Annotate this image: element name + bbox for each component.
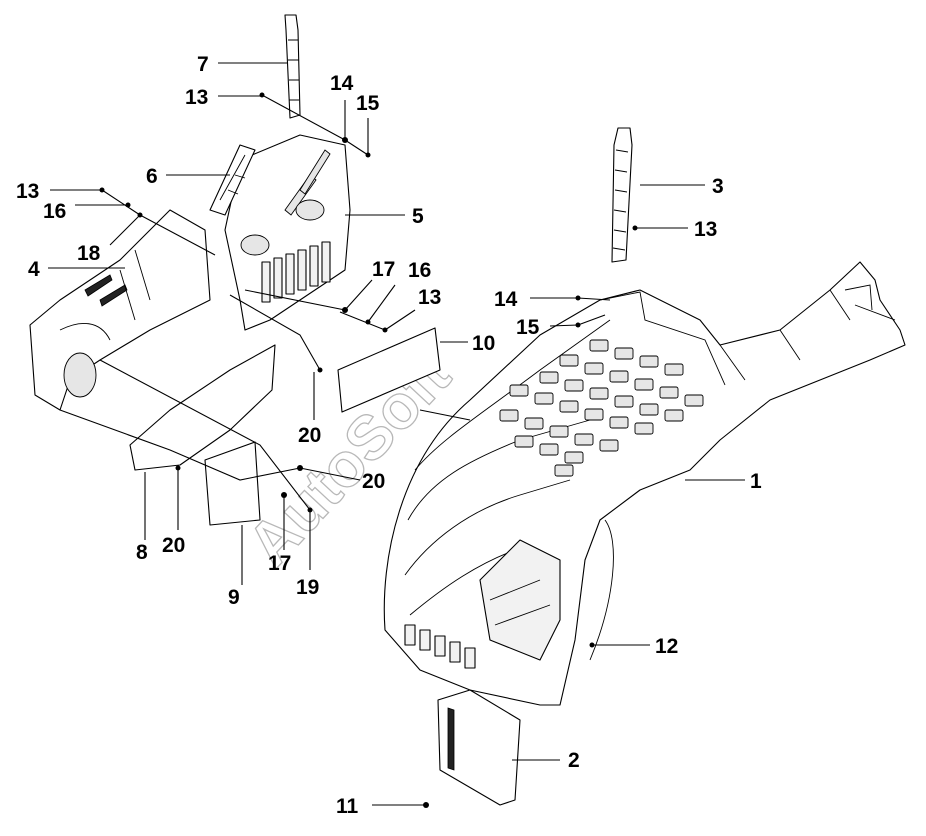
callout-11: 11 xyxy=(336,795,359,818)
callout-6: 6 xyxy=(146,165,158,188)
callout-2: 2 xyxy=(568,749,580,772)
callout-14: 14 xyxy=(330,72,354,95)
callout-3: 3 xyxy=(712,175,724,198)
part-3-strip xyxy=(611,127,633,263)
part-5-side-panel xyxy=(224,134,351,331)
part-1-floor-pan xyxy=(383,261,906,706)
callout-17: 17 xyxy=(268,552,291,575)
part-8-lower-panel xyxy=(129,344,276,471)
callout-17: 17 xyxy=(372,258,395,281)
part-7-strip xyxy=(284,14,301,119)
callout-20: 20 xyxy=(298,424,321,447)
callout-20: 20 xyxy=(162,534,185,557)
part-10-plate xyxy=(337,327,441,413)
part-4-wheel-well-panel xyxy=(29,209,211,411)
callout-16: 16 xyxy=(408,259,431,282)
callout-13: 13 xyxy=(418,286,441,309)
part-2-mud-flap xyxy=(437,689,521,806)
callout-13: 13 xyxy=(694,218,717,241)
assembly-lines xyxy=(59,94,611,511)
callout-5: 5 xyxy=(412,205,424,228)
callout-labels: 7 13 14 15 6 13 16 18 4 5 3 13 17 16 13 … xyxy=(16,53,762,818)
callout-13: 13 xyxy=(16,180,39,203)
part-6-bracket xyxy=(209,144,256,216)
callout-1: 1 xyxy=(750,470,762,493)
callout-20: 20 xyxy=(362,470,385,493)
callout-19: 19 xyxy=(296,576,319,599)
callout-13: 13 xyxy=(185,86,208,109)
callout-leaders xyxy=(48,62,745,806)
callout-15: 15 xyxy=(516,316,540,339)
callout-15: 15 xyxy=(356,92,380,115)
callout-7: 7 xyxy=(197,53,209,76)
part-9-plate xyxy=(204,441,261,526)
callout-16: 16 xyxy=(43,200,66,223)
callout-14: 14 xyxy=(494,288,518,311)
callout-4: 4 xyxy=(28,258,40,281)
callout-9: 9 xyxy=(228,586,240,609)
callout-12: 12 xyxy=(655,635,678,658)
callout-18: 18 xyxy=(77,242,101,265)
callout-10: 10 xyxy=(472,332,495,355)
callout-8: 8 xyxy=(136,541,148,564)
